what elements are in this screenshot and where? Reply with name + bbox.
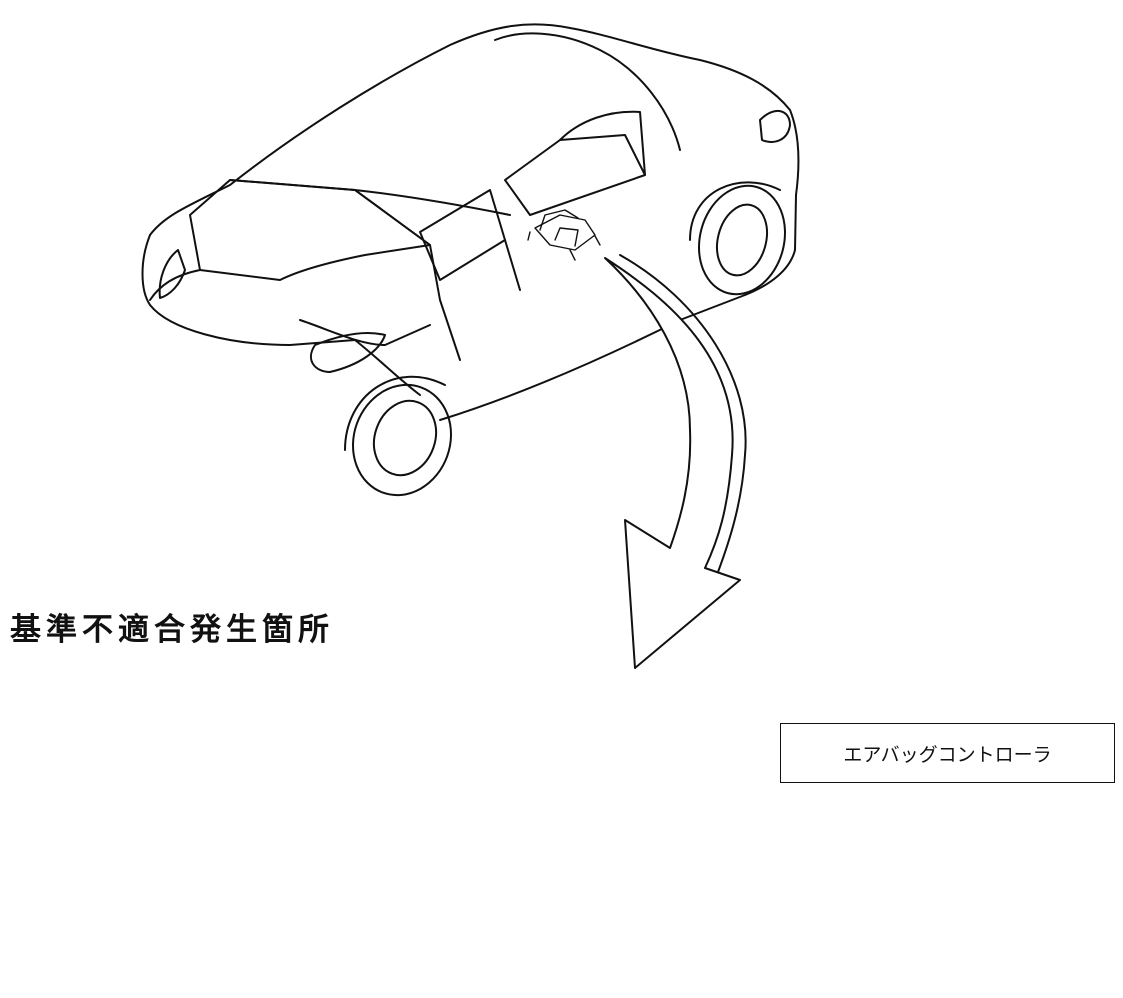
car-illustration — [141, 23, 800, 497]
defect-location-label: 基準不適合発生箇所 — [10, 612, 334, 648]
car-controller-marker — [527, 209, 601, 261]
curved-arrow — [604, 254, 747, 669]
part-name-label: エアバッグコントローラ — [843, 743, 1052, 766]
part-callout-box: エアバッグコントローラ — [780, 723, 1115, 783]
